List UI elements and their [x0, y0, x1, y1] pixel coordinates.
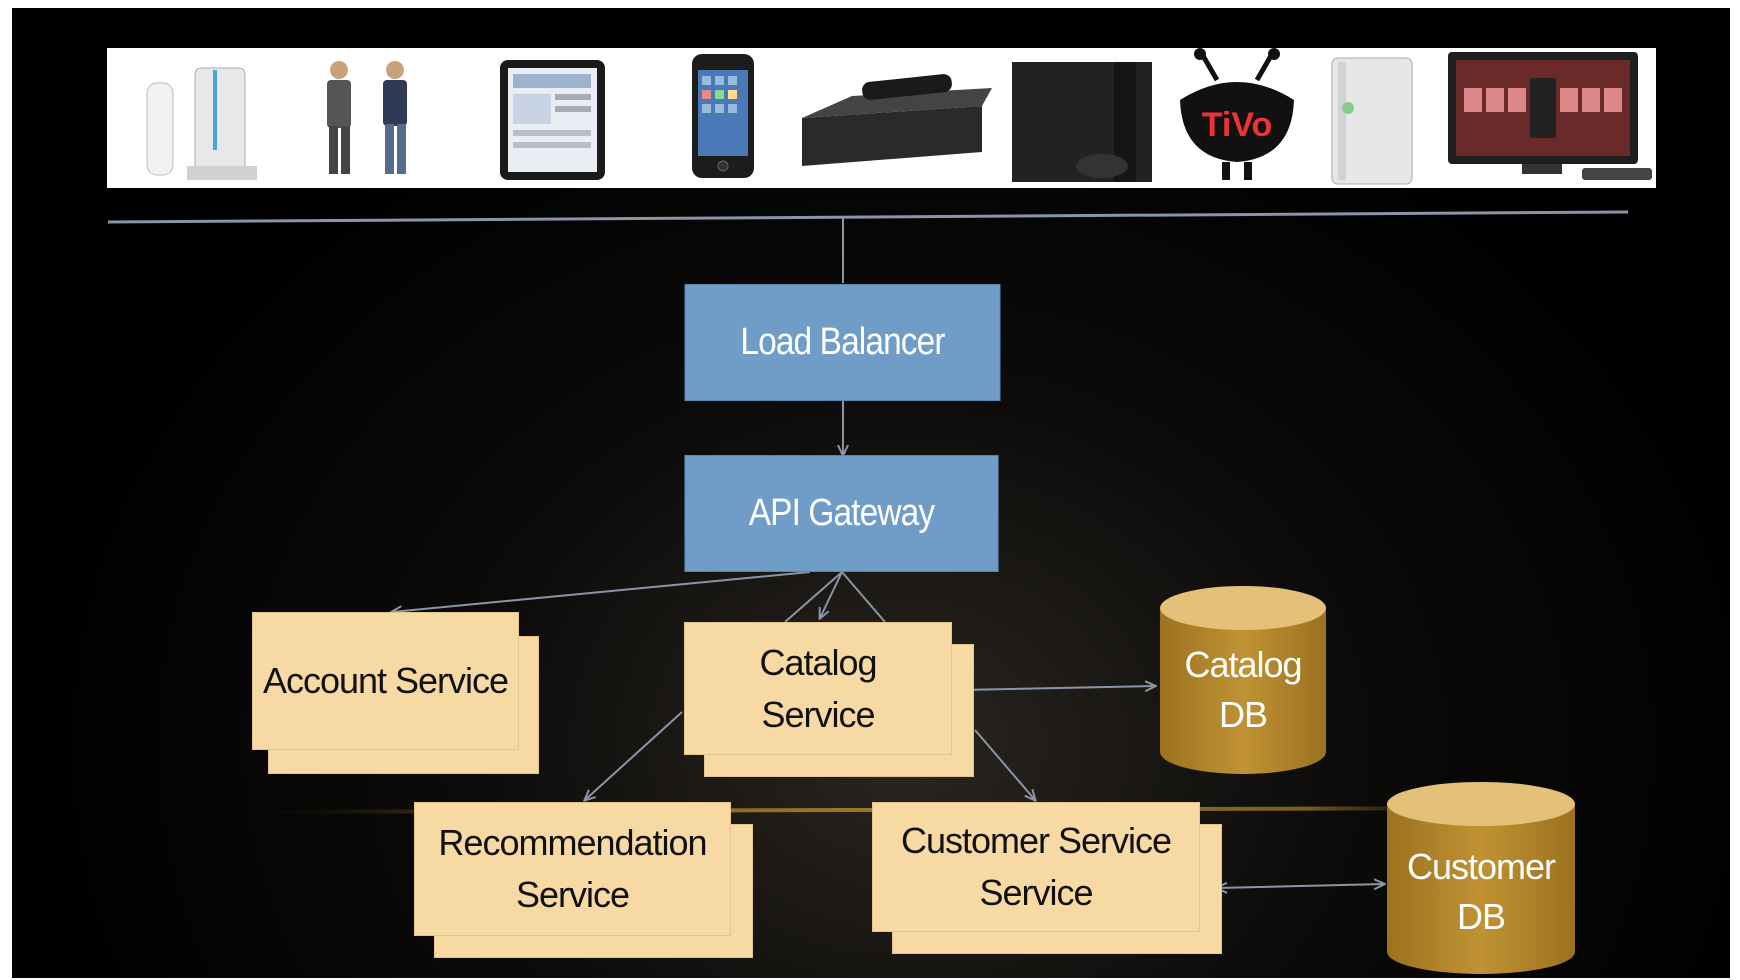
tivo-logo-text: TiVo — [1202, 106, 1273, 144]
api-gateway-label: API Gateway — [748, 492, 935, 534]
catalog-service-box: Catalog Service — [684, 622, 974, 777]
smart-tv-icon — [1448, 52, 1652, 180]
customer-to-customerdb-connector — [1218, 884, 1384, 888]
customer-service-line2: Service — [979, 872, 1093, 913]
top-divider-line — [107, 210, 1629, 224]
catalog-db-line1: Catalog — [1184, 644, 1302, 685]
bottom-divider-line — [219, 806, 1501, 814]
device-settop — [792, 48, 1002, 188]
customer-db-line1: Customer — [1406, 846, 1556, 887]
gateway-to-catalog-side-b — [841, 571, 886, 623]
device-tablet — [445, 48, 652, 188]
catalog-to-recommendation-connector — [585, 711, 683, 800]
load-balancer-box: Load Balancer — [684, 284, 1001, 401]
recommendation-service-box: Recommendation Service — [414, 802, 753, 958]
catalog-to-catalogdb-connector — [960, 686, 1155, 690]
recommendation-service-line1: Recommendation — [438, 822, 707, 863]
gateway-to-account-connector — [392, 571, 811, 612]
smartphone-icon — [692, 54, 754, 178]
game-console-icon — [1012, 62, 1152, 182]
tablet-icon — [500, 60, 605, 180]
device-tv — [1442, 48, 1656, 188]
device-phone — [652, 48, 792, 188]
catalog-db-cylinder — [1160, 586, 1326, 774]
gateway-to-catalog-connector — [820, 571, 843, 618]
catalog-to-customer-connector — [974, 729, 1035, 800]
people-icon — [327, 61, 407, 174]
account-service-label: Account Service — [262, 660, 509, 701]
customer-service-line1: Customer Service — [900, 820, 1172, 861]
customer-db: Customer DB — [1387, 842, 1575, 962]
device-tivo: TiVo — [1162, 48, 1312, 188]
catalog-service-line2: Service — [761, 693, 875, 735]
gateway-to-catalog-side-a — [784, 571, 843, 623]
account-service-box: Account Service — [252, 612, 539, 774]
set-top-box-icon — [802, 74, 992, 166]
customer-service-box: Customer Service Service — [872, 802, 1222, 954]
tivo-icon: TiVo — [1180, 48, 1294, 180]
recommendation-service-line2: Service — [515, 874, 630, 915]
device-xbox — [1312, 48, 1442, 188]
device-people — [293, 48, 445, 188]
xbox-console-icon — [1331, 57, 1413, 185]
customer-db-cylinder — [1387, 782, 1575, 974]
api-gateway-box: API Gateway — [684, 455, 999, 572]
catalog-db-line2: DB — [1218, 694, 1268, 735]
device-wii — [107, 48, 293, 188]
catalog-db: Catalog DB — [1160, 640, 1326, 760]
customer-db-line2: DB — [1456, 896, 1506, 937]
wii-console-icon — [146, 67, 257, 180]
device-playstation — [1002, 48, 1162, 188]
catalog-service-line1: Catalog — [759, 641, 877, 683]
load-balancer-label: Load Balancer — [740, 321, 945, 363]
